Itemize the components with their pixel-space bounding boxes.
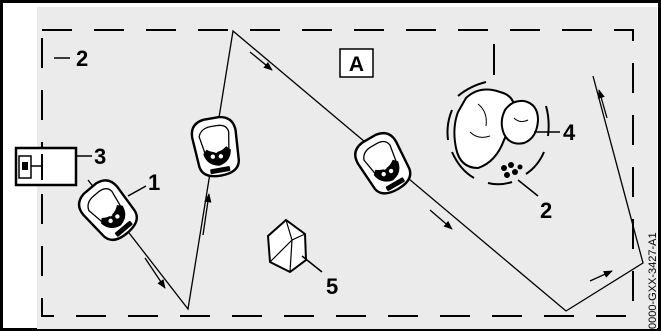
path-arrow <box>429 209 453 230</box>
area-label: A <box>349 53 364 76</box>
path-arrow <box>144 257 166 289</box>
flower-bed <box>501 162 523 178</box>
callout-boundary-wire: 2 <box>76 46 88 71</box>
callout-obstacle-boulder: 5 <box>326 274 338 299</box>
callout-island-wire: 2 <box>540 198 552 223</box>
callout-obstacle-rocks: 4 <box>563 120 576 145</box>
path-arrow <box>589 270 613 282</box>
charging-station <box>14 146 78 187</box>
leader-line <box>301 255 323 273</box>
callout-charging-station: 3 <box>94 144 106 169</box>
path-arrow <box>202 193 212 236</box>
callout-robot-mower: 1 <box>148 170 160 195</box>
figure-code: 0000-GXX-3427-A1 <box>647 232 659 329</box>
path-arrow <box>597 89 608 119</box>
leader-line <box>517 179 539 197</box>
path-arrow <box>249 51 273 71</box>
area-label-box <box>339 48 374 78</box>
boundary-wire <box>41 29 634 317</box>
leader-line <box>127 185 147 197</box>
island-boundary-wire <box>446 44 550 186</box>
obstacle-rocks <box>453 88 540 170</box>
